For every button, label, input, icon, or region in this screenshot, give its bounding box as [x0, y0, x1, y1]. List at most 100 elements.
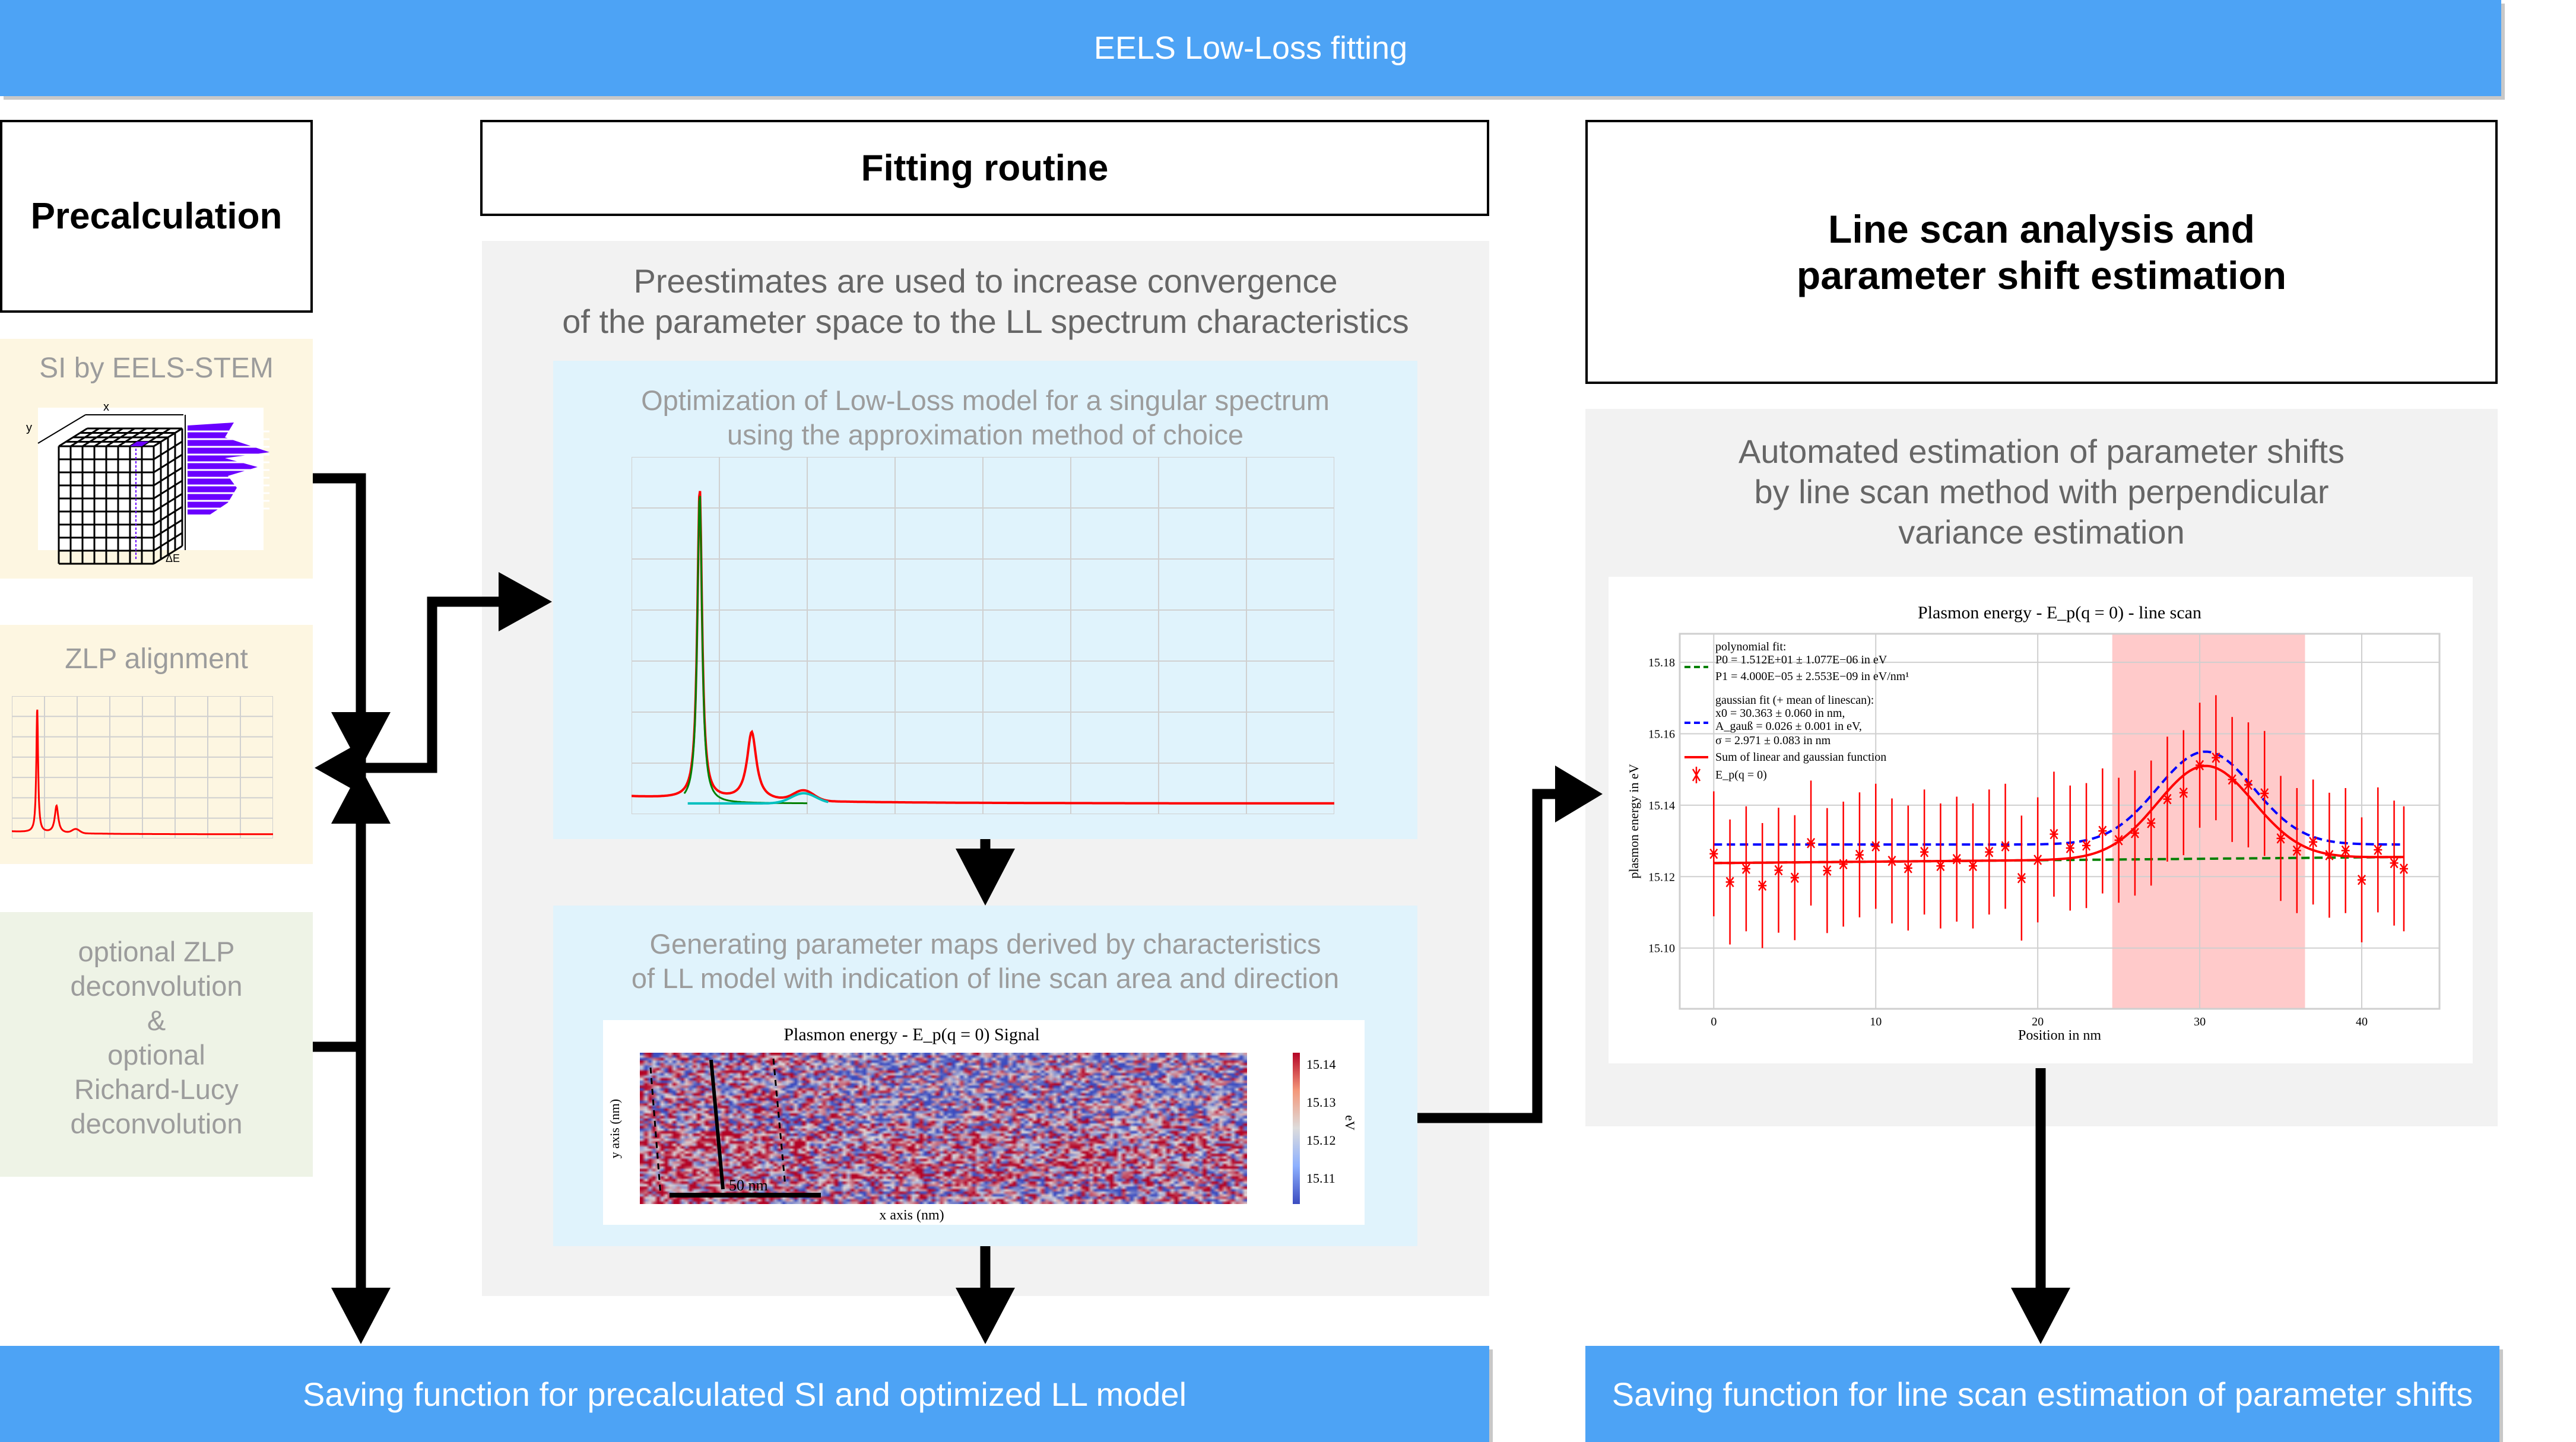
save-precalculated-button[interactable]: Saving function for precalculated SI and…: [0, 1346, 1489, 1442]
data-point: [1725, 876, 1734, 888]
line-scan-title: parameter shift estimation: [1796, 253, 2287, 297]
data-point: [2098, 825, 2107, 837]
data-point: [1807, 837, 1816, 849]
y-axis-label: plasmon energy in eV: [1626, 764, 1641, 878]
optional-line: deconvolution: [70, 970, 243, 1002]
x-axis-label: Position in nm: [2018, 1028, 2101, 1043]
data-point: [1887, 856, 1896, 866]
data-point: [1920, 847, 1929, 857]
data-point: [2001, 841, 2010, 852]
si-cube-illustration: x y ΔE: [26, 401, 269, 565]
line-scan-header: Line scan analysis and parameter shift e…: [1585, 120, 2498, 384]
save-line-scan-label: Saving function for line scan estimation…: [1611, 1375, 2473, 1413]
y-tick-label: 15.12: [1648, 871, 1675, 884]
data-point: [1968, 860, 1977, 871]
optional-deconvolution-box: optional ZLP deconvolution & optional Ri…: [0, 912, 313, 1177]
legend-text: σ = 2.971 ± 0.083 in nm: [1715, 734, 1831, 747]
optional-line: Richard-Lucy: [74, 1073, 239, 1105]
data-point: [2147, 818, 2156, 828]
legend-text: A_gauß = 0.026 ± 0.001 in eV,: [1715, 720, 1862, 733]
y-axis-arrow: [37, 414, 86, 444]
colorbar: [1293, 1053, 1300, 1204]
line-scan-description: Automated estimation of parameter shifts: [1739, 433, 2345, 470]
line-scan-overlay: 50 nm: [649, 1058, 821, 1198]
data-point: [2066, 843, 2074, 853]
data-point: [2309, 837, 2318, 847]
heatmap-title: Plasmon energy - E_p(q = 0) Signal: [783, 1025, 1040, 1044]
axis-e-label: ΔE: [166, 552, 180, 564]
data-point: [2244, 779, 2253, 790]
y-tick-label: 15.14: [1648, 799, 1675, 812]
heatmap-ylabel: y axis (nm): [607, 1098, 622, 1159]
y-tick-label: 15.10: [1648, 942, 1675, 955]
page-title: EELS Low-Loss fitting: [1093, 30, 1408, 66]
zlp-fit-curve: [683, 496, 807, 805]
x-tick-label: 30: [2194, 1015, 2206, 1028]
data-point: [2390, 857, 2399, 869]
data-point: [2212, 752, 2220, 763]
save-line-scan-button[interactable]: Saving function for line scan estimation…: [1585, 1346, 2499, 1442]
maps-text: Generating parameter maps derived by cha…: [649, 928, 1321, 960]
y-tick-label: 15.16: [1648, 728, 1675, 741]
x-tick-label: 0: [1711, 1015, 1717, 1028]
data-point: [2082, 840, 2091, 851]
maps-text: of LL model with indication of line scan…: [631, 963, 1340, 994]
heatmap-xlabel: x axis (nm): [879, 1208, 944, 1223]
arrowhead-down-icon: [956, 1288, 1015, 1344]
optional-line: optional: [107, 1039, 205, 1071]
si-box-title: SI by EELS-STEM: [39, 352, 274, 384]
data-point: [1985, 847, 1994, 857]
data-point: [2276, 833, 2285, 844]
legend-point-swatch: [1692, 767, 1701, 783]
arrowhead-left-icon: [315, 742, 361, 794]
line-scan-title: Line scan analysis and: [1828, 207, 2255, 251]
legend-text: x0 = 30.363 ± 0.060 in nm,: [1715, 707, 1845, 720]
data-point: [2130, 828, 2139, 838]
optimization-text: using the approximation method of choice: [727, 419, 1244, 450]
title-bar: EELS Low-Loss fitting: [0, 0, 2501, 96]
optional-line: optional ZLP: [78, 936, 235, 967]
data-point: [2341, 845, 2350, 856]
optional-line: &: [147, 1005, 166, 1036]
line-scan-direction-line: [709, 1059, 725, 1190]
data-point: [1823, 865, 1832, 876]
data-point: [2114, 835, 2123, 846]
fitting-routine-title: Fitting routine: [861, 147, 1109, 189]
colorbar-label: eV: [1342, 1115, 1357, 1130]
zlp-box-title: ZLP alignment: [65, 643, 248, 675]
data-point: [2399, 863, 2408, 874]
line-scan-boundary: [649, 1067, 662, 1196]
arrowhead-down-icon: [331, 712, 391, 768]
optional-line: deconvolution: [70, 1108, 243, 1139]
spectrum-curve: [632, 491, 1334, 805]
plot-frame: [1679, 633, 2441, 1010]
save-precalculated-label: Saving function for precalculated SI and…: [302, 1375, 1187, 1413]
zlp-box: ZLP alignment: [0, 625, 313, 864]
chart-title: Plasmon energy - E_p(q = 0) - line scan: [1918, 603, 2201, 622]
data-point: [1774, 865, 1783, 876]
data-point: [2050, 828, 2058, 840]
plasmon-energy-heatmap: [640, 1053, 1247, 1204]
data-point: [1709, 849, 1718, 859]
data-point: [1904, 863, 1912, 874]
heatmap-figure: Plasmon energy - E_p(q = 0) Signal 50 nm…: [603, 1020, 1365, 1225]
data-point: [2163, 793, 2172, 805]
si-box: SI by EELS-STEM x y ΔE: [0, 339, 313, 579]
selected-pixel: [130, 442, 149, 446]
x-tick-label: 10: [1870, 1015, 1882, 1028]
data-point: [2228, 774, 2236, 785]
scale-bar-label: 50 nm: [729, 1177, 768, 1194]
data-point: [2325, 850, 2334, 860]
data-point: [1871, 841, 1880, 852]
fitting-description: Preestimates are used to increase conver…: [633, 262, 1338, 300]
axis-x-label: x: [103, 401, 109, 414]
arrowhead-down-icon: [331, 1288, 391, 1344]
fitting-routine-header: Fitting routine: [480, 120, 1489, 216]
data-point: [2292, 845, 2301, 856]
arrow-si-to-save: [313, 473, 366, 1294]
spectrum-curve: [12, 709, 273, 836]
spectrum-bars-icon: [188, 423, 269, 514]
axis-y-label: y: [26, 421, 32, 434]
colorbar-tick: 15.11: [1306, 1171, 1335, 1186]
data-point: [2196, 760, 2204, 771]
